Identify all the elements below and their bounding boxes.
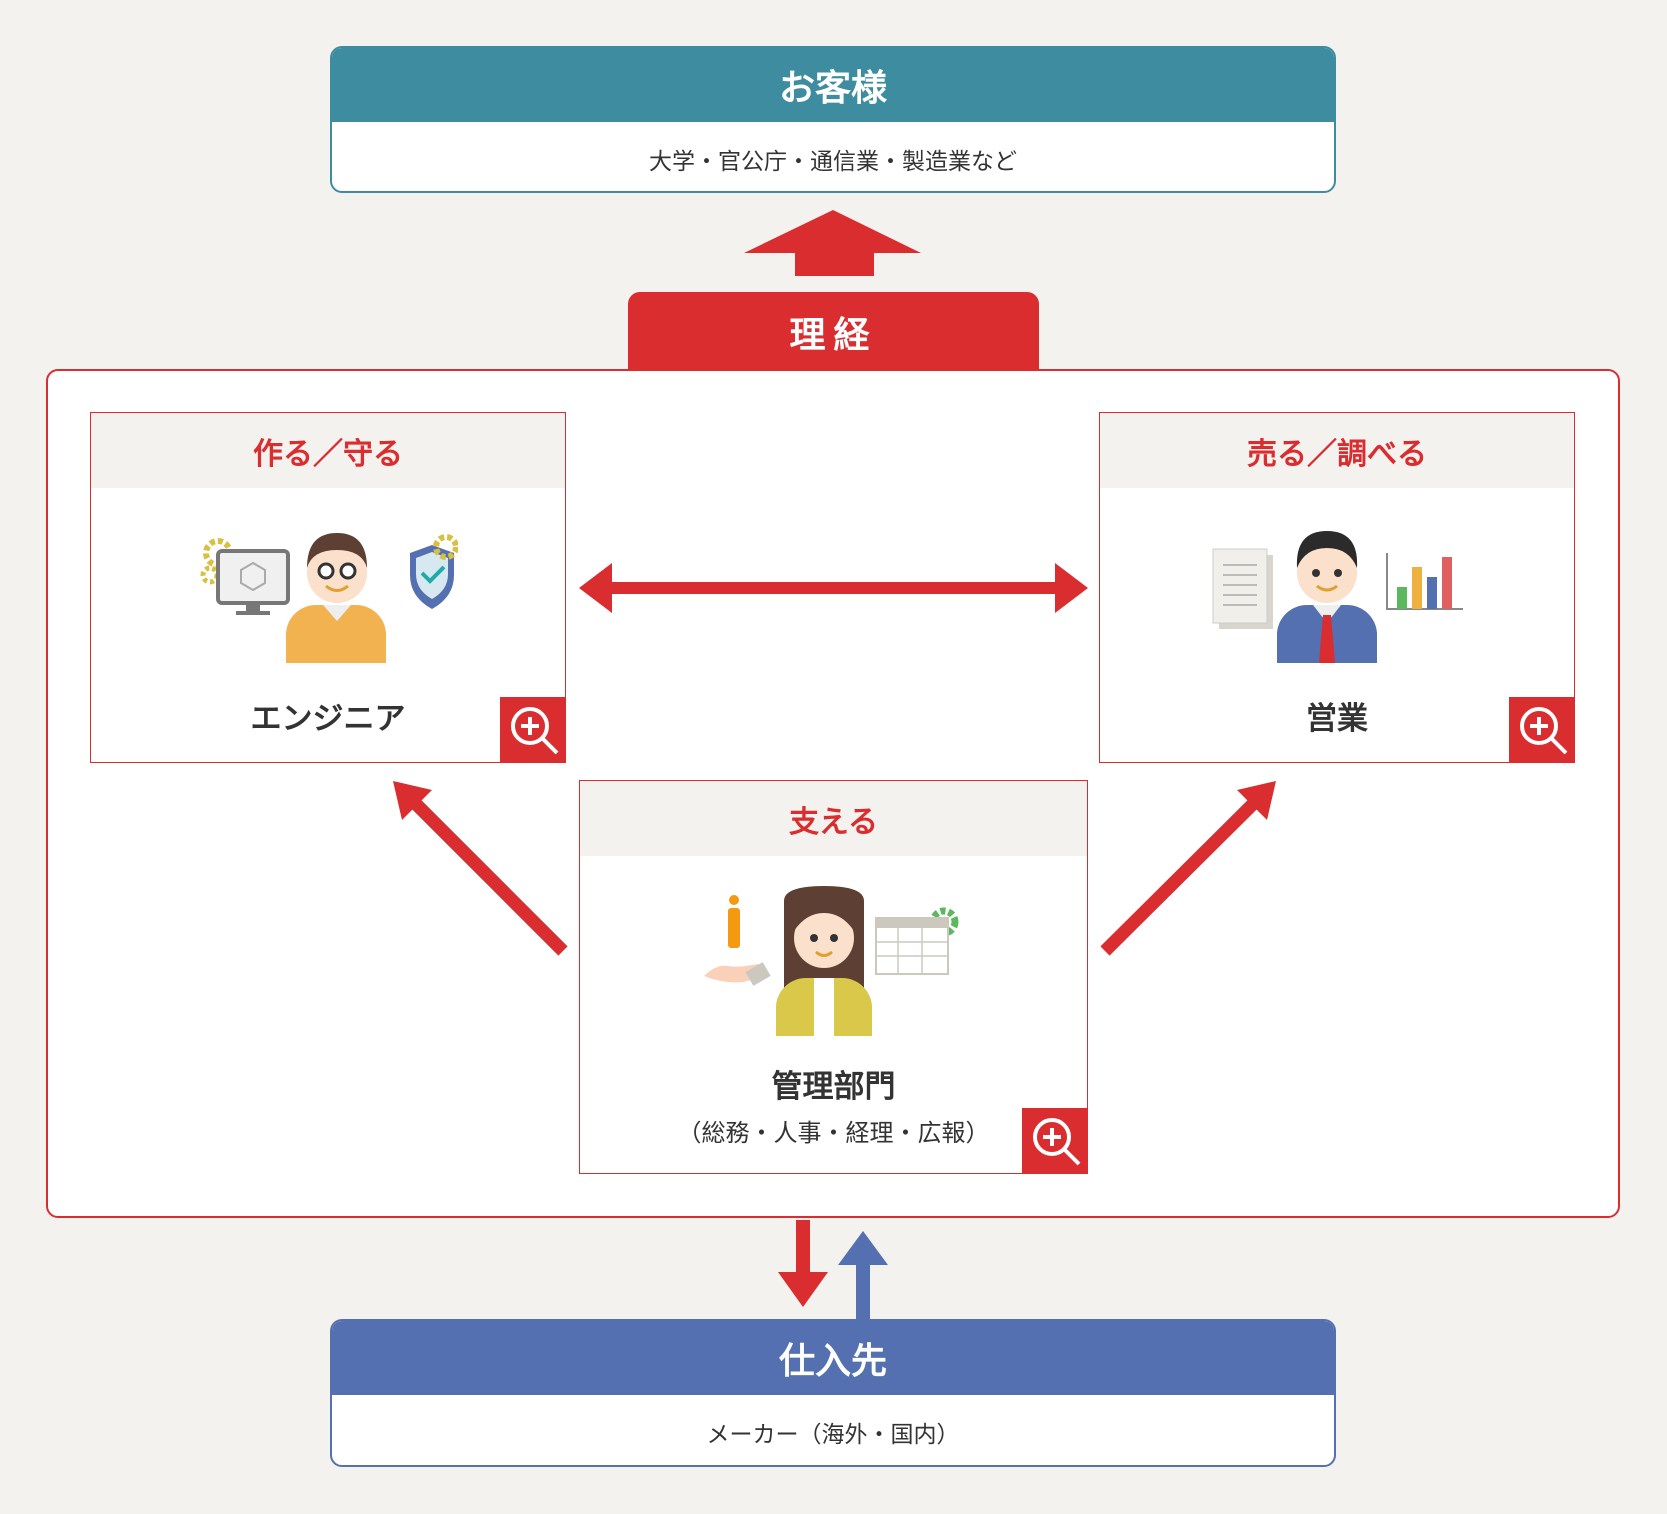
admin-sub-label: （総務・人事・経理・広報） — [677, 1119, 990, 1147]
zoom-button[interactable] — [1509, 697, 1575, 763]
admin-card[interactable]: 支える 管理部門 （総務・人事・経理・広報） — [579, 780, 1088, 1174]
engineer-illustration — [200, 533, 458, 663]
zoom-button[interactable] — [500, 697, 566, 763]
sales-label: 営業 — [1306, 701, 1368, 737]
arrow-up-to-customer — [744, 210, 921, 276]
admin-label: 管理部門 — [771, 1069, 896, 1105]
supplier-desc: メーカー（海外・国内） — [706, 1421, 960, 1448]
card-heading: 作る／守る — [91, 413, 565, 488]
zoom-in-icon — [1033, 1118, 1081, 1166]
sales-card[interactable]: 売る／調べる 営業 — [1099, 412, 1575, 763]
customer-box: お客様 大学・官公庁・通信業・製造業など — [330, 46, 1336, 193]
card-heading: 売る／調べる — [1100, 413, 1574, 488]
customer-desc: 大学・官公庁・通信業・製造業など — [649, 148, 1017, 175]
sales-illustration — [1212, 531, 1463, 663]
customer-title: お客様 — [332, 48, 1334, 122]
zoom-in-icon — [1520, 707, 1568, 755]
engineer-card[interactable]: 作る／守る エンジニア — [90, 412, 566, 763]
admin-illustration — [703, 886, 958, 1036]
card-heading: 支える — [580, 781, 1087, 856]
supplier-box: 仕入先 メーカー（海外・国内） — [330, 1319, 1336, 1467]
engineer-label: エンジニア — [250, 701, 406, 737]
zoom-button[interactable] — [1022, 1108, 1088, 1174]
zoom-in-icon — [511, 707, 559, 755]
supplier-title: 仕入先 — [332, 1321, 1334, 1395]
company-title: 理経 — [628, 292, 1039, 371]
